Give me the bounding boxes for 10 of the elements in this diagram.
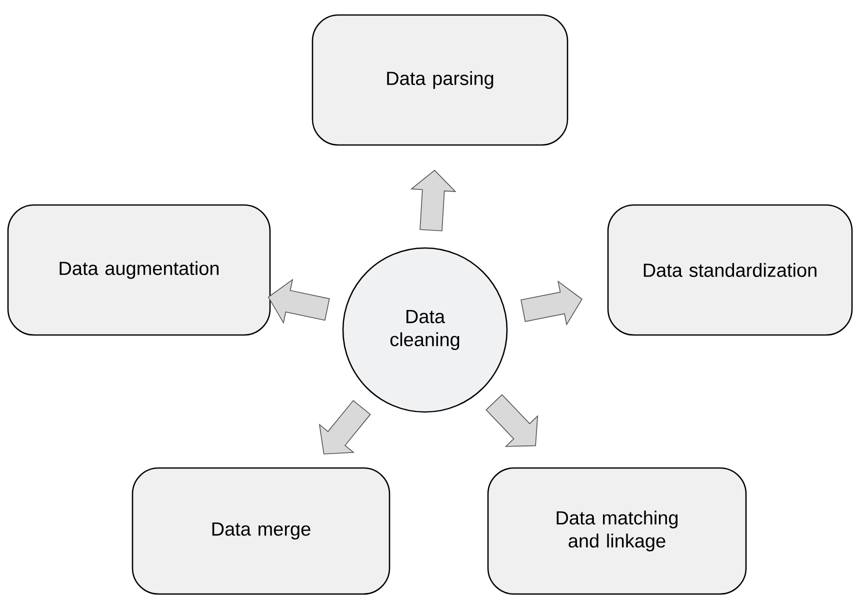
process-box: Data augmentation	[7, 204, 271, 336]
block-arrow	[486, 394, 538, 447]
block-arrow	[268, 278, 330, 324]
block-arrow	[520, 280, 583, 326]
process-box: Data merge	[132, 467, 390, 595]
block-arrow	[410, 170, 456, 232]
circle-node: Data cleaning	[342, 247, 508, 413]
process-box: Data parsing	[312, 14, 568, 146]
process-box: Data matching and linkage	[487, 467, 747, 595]
process-box: Data standardization	[607, 204, 853, 336]
